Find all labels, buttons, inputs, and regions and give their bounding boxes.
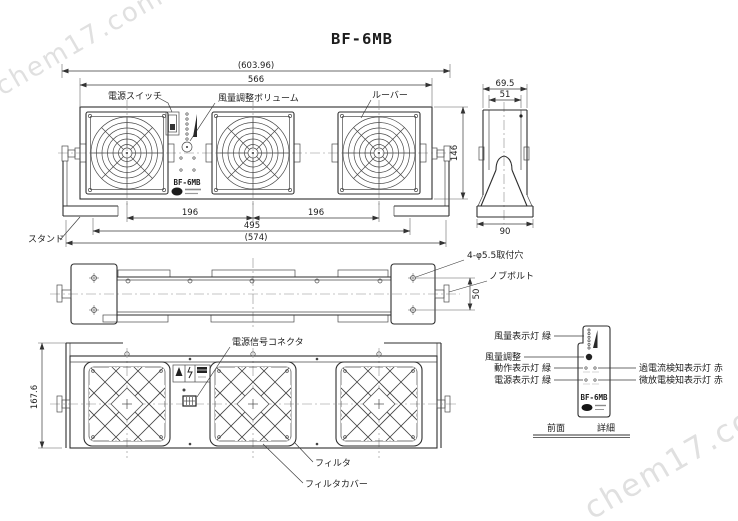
knob-bolt-left-rear-icon [56, 395, 71, 413]
knob-bolt-right-icon [431, 145, 451, 162]
front-view: (603.96) 566 電源スイッチ 風量調整ボリューム ルーバー [28, 61, 468, 247]
volume-knob-icon [181, 141, 193, 153]
label-volume: 風量調整ボリューム [218, 92, 299, 104]
top-view: 4-φ5.5取付穴 ノブボルト 50 [50, 249, 534, 330]
caption-detail: 詳細 [597, 422, 615, 434]
fan-grille-1 [79, 111, 175, 195]
label-louver: ルーバー [372, 90, 408, 101]
side-view: 69.5 51 90 [476, 79, 534, 237]
dim-side-inner: 51 [500, 90, 511, 100]
label-overcurrent-lamp: 過電流検知表示灯 赤 [639, 362, 723, 374]
detail-led-bar-icon [587, 328, 598, 350]
dim-stand-span: (574) [245, 233, 268, 243]
dim-rear-height: 167.6 [30, 385, 40, 409]
stand-bolt-slot [495, 155, 513, 171]
label-operation-lamp: 動作表示灯 緑 [494, 362, 551, 374]
dim-side-base: 90 [500, 227, 511, 237]
label-connector: 電源信号コネクタ [232, 336, 304, 348]
label-filter-cover: フィルタカバー [305, 479, 368, 490]
dim-mount-span: 495 [244, 221, 260, 231]
fan-grille-2 [205, 111, 301, 195]
led-bar-icon [185, 112, 197, 141]
front-model-label: BF-6MB [173, 178, 201, 187]
detail-volume-knob-icon [585, 353, 593, 361]
dim-side-top: 69.5 [496, 79, 515, 89]
power-signal-connector-icon [182, 395, 197, 407]
dim-hole-pitch: 50 [472, 289, 482, 300]
label-knob-bolt: ノブボルト [489, 270, 534, 282]
dim-body-width: 566 [248, 75, 264, 85]
detail-view: BF-6MB 風量表示灯 緑 風量調整 動作表示灯 緑 電源表示灯 緑 過電流検… [485, 325, 723, 438]
dim-pitch-right: 196 [308, 208, 324, 218]
stand-front [62, 161, 450, 217]
detail-model-label: BF-6MB [580, 393, 608, 402]
watermark-top-left: chem17.com [0, 0, 169, 102]
label-stand: スタンド [28, 234, 64, 245]
knob-bolt-left-icon [61, 145, 81, 162]
power-switch-icon [165, 111, 180, 136]
label-airflow-adjust: 風量調整 [485, 351, 521, 363]
dim-pitch-left: 196 [182, 208, 198, 218]
knob-bolt-left-top-icon [56, 284, 72, 303]
front-panel-outline [577, 325, 611, 418]
label-power-switch: 電源スイッチ [108, 91, 162, 102]
dim-overall-ref: (603.96) [238, 61, 274, 71]
rear-view: 167.6 [30, 336, 473, 490]
fan-grille-3 [331, 111, 427, 195]
caption-front: 前面 [547, 422, 565, 434]
maker-logo-icon [171, 187, 201, 196]
drawing-title: BF-6MB [331, 30, 393, 48]
dim-height-146: 146 [450, 145, 460, 161]
knob-bolt-right-rear-icon [436, 395, 451, 413]
detail-maker-logo-icon [581, 404, 606, 411]
label-mount-holes: 4-φ5.5取付穴 [467, 249, 523, 261]
warning-label-icon [172, 364, 211, 383]
label-filter: フィルタ [315, 458, 351, 469]
label-microdischarge-lamp: 微放電検知表示灯 赤 [639, 374, 723, 386]
knob-bolt-right-top-icon [434, 284, 450, 303]
front-control-panel: BF-6MB [165, 111, 201, 196]
mount-holes [89, 273, 418, 315]
label-airflow-lamp: 風量表示灯 緑 [494, 330, 551, 342]
label-power-lamp: 電源表示灯 緑 [494, 374, 551, 386]
